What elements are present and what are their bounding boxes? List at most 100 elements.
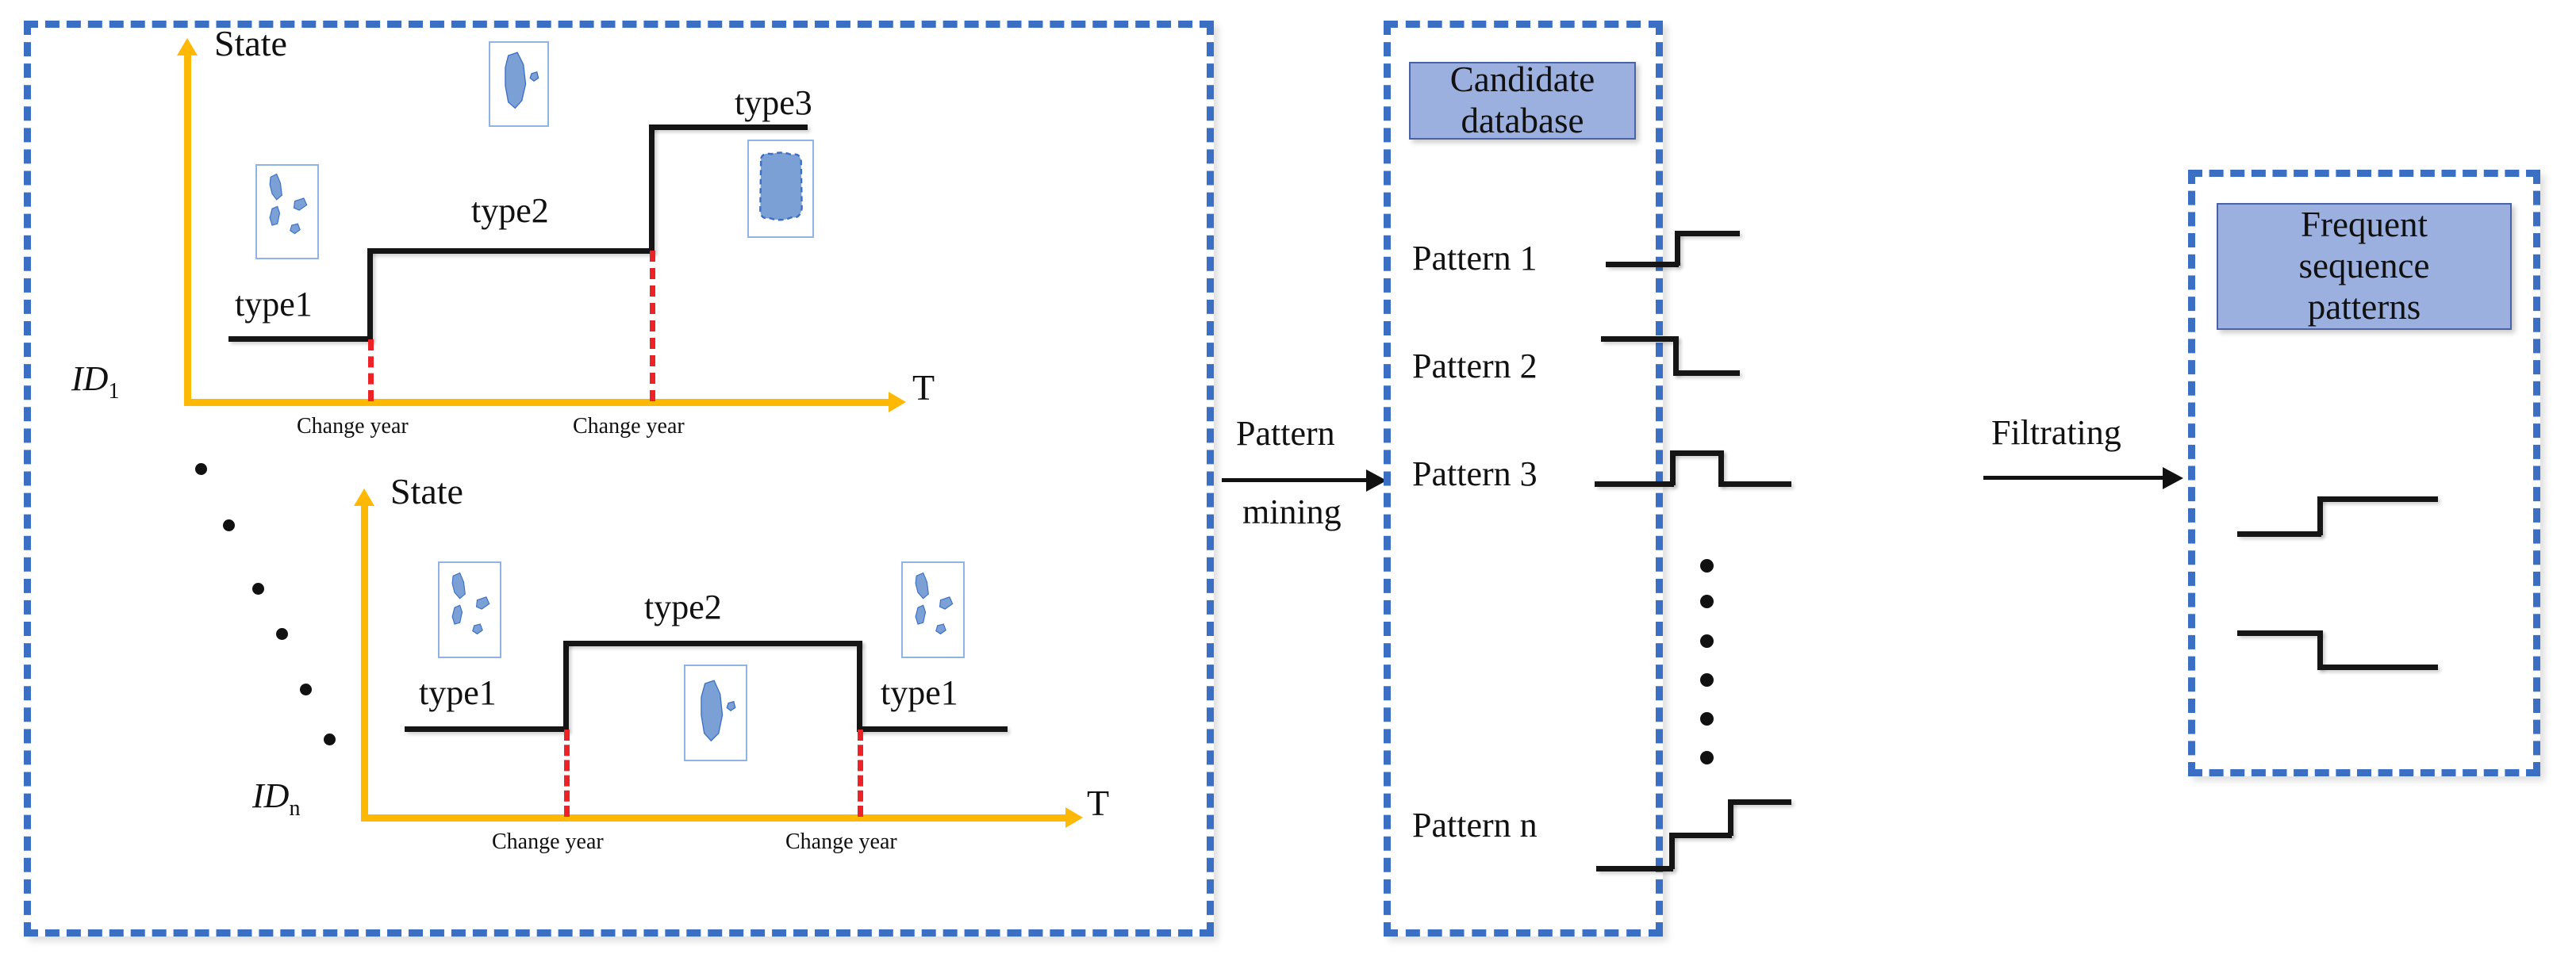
chart2-step-rise: [563, 641, 569, 732]
candidate-pattern-3-glyph-fall: [1718, 450, 1724, 485]
chart1-change-year-label-2: Change year: [573, 414, 685, 439]
chart1-elongated-patch-thumbnail: [489, 41, 549, 127]
chart1-change-year-label-1: Change year: [297, 414, 409, 439]
chart2-id-text: ID: [252, 776, 290, 815]
frequent-pattern-1-glyph-low: [2237, 531, 2321, 537]
chart1-x-axis-arrowhead: [889, 392, 906, 412]
pattern-mining-arrow-line: [1222, 478, 1369, 482]
candidate-ellipsis-dot: [1700, 673, 1714, 687]
elongated-patch-icon: [505, 52, 539, 109]
chart2-y-axis: [361, 503, 368, 820]
chart2-x-axis-label: T: [1087, 783, 1110, 823]
candidate-ellipsis-dot: [1700, 595, 1714, 608]
candidate-pattern-n-glyph-step2: [1669, 833, 1732, 838]
chart1-id-subscript: 1: [108, 378, 120, 404]
chart1-fragmented-patches-thumbnail: [255, 164, 319, 259]
candidate-pattern-n-glyph-step1: [1596, 866, 1673, 871]
filtrating-arrow-head: [2163, 467, 2183, 489]
chart2-change-marker-1: [564, 730, 570, 817]
chart1-consolidated-block-thumbnail: [747, 140, 814, 238]
elongated-patch-icon: [701, 680, 736, 742]
chart1-step-type2-level: [367, 248, 653, 254]
frequent-pattern-1-glyph-rise: [2317, 496, 2323, 535]
chart2-y-axis-label: State: [390, 471, 463, 511]
chart1-y-axis-label: State: [214, 23, 287, 63]
chart2-change-marker-2: [858, 730, 863, 817]
candidate-pattern-3-glyph-rise: [1670, 450, 1676, 485]
candidate-ellipsis-dot: [1700, 559, 1714, 573]
chart2-step-label-type2: type2: [644, 588, 722, 626]
candidate-pattern-n-glyph-step3: [1728, 799, 1791, 805]
chart1-step-type3-level: [649, 124, 808, 130]
chart1-change-marker-2: [650, 251, 655, 401]
frequent-title-line-3: patterns: [2307, 286, 2421, 327]
candidate-pattern-2-glyph-low: [1673, 370, 1740, 376]
chart2-fragmented-patches-thumbnail-right: [901, 561, 965, 658]
filtrating-arrow-line: [1983, 476, 2166, 480]
candidate-pattern-2-label: Pattern 2: [1412, 347, 1538, 385]
candidate-pattern-n-glyph-rise2: [1728, 799, 1733, 836]
chart1-step-rise-2: [649, 124, 655, 254]
chart1-y-axis: [184, 52, 191, 404]
chart1-step-type1-level: [228, 336, 371, 342]
sequences-panel: [24, 21, 1214, 937]
chart2-change-year-label-1: Change year: [492, 829, 604, 854]
frequent-pattern-1-glyph-high: [2317, 496, 2438, 502]
pattern-mining-arrow-head: [1366, 469, 1387, 492]
chart2-change-year-label-2: Change year: [785, 829, 897, 854]
chart1-step-label-type3: type3: [735, 83, 812, 122]
pattern-mining-label-line2: mining: [1242, 492, 1342, 531]
chart2-y-axis-arrowhead: [354, 488, 374, 506]
chart2-step-fall: [857, 641, 862, 732]
chart2-step-type1-level-start: [405, 726, 567, 732]
candidate-database-title: Candidate database: [1409, 59, 1636, 140]
fragmented-patches-icon: [915, 572, 954, 635]
chart1-id-text: ID: [71, 359, 109, 398]
candidate-pattern-1-glyph-high: [1675, 231, 1740, 236]
consolidated-block-icon: [759, 151, 803, 221]
chart1-x-axis: [184, 399, 890, 406]
frequent-title-line-2: sequence: [2298, 246, 2430, 286]
chart2-step-label-type1-end: type1: [881, 673, 958, 712]
sequence-ellipsis-dot: [195, 463, 207, 475]
frequent-pattern-2-glyph-fall: [2317, 630, 2323, 669]
candidate-pattern-1-glyph-rise: [1675, 231, 1680, 266]
chart2-fragmented-patches-thumbnail-left: [438, 561, 501, 658]
chart2-id-subscript: n: [289, 795, 301, 821]
sequence-ellipsis-dot: [252, 583, 264, 595]
candidate-pattern-1-glyph-low: [1606, 262, 1679, 267]
chart1-step-label-type1: type1: [235, 285, 313, 324]
sequence-ellipsis-dot: [324, 734, 336, 745]
chart1-step-rise-1: [367, 248, 373, 342]
candidate-pattern-3-label: Pattern 3: [1412, 454, 1538, 493]
pattern-mining-label-line1: Pattern: [1236, 414, 1335, 453]
candidate-pattern-2-glyph-fall: [1673, 336, 1679, 374]
sequence-ellipsis-dot: [276, 628, 288, 640]
chart2-step-type1-level-end: [857, 726, 1008, 732]
frequent-pattern-2-glyph-high: [2237, 630, 2321, 636]
chart2-elongated-patch-thumbnail: [684, 665, 747, 761]
chart2-step-type2-level: [563, 641, 861, 646]
chart1-step-label-type2: type2: [471, 191, 549, 230]
chart2-step-label-type1-start: type1: [419, 673, 497, 712]
fragmented-patches-icon: [269, 173, 308, 235]
candidate-pattern-2-glyph-high: [1601, 336, 1677, 342]
fragmented-patches-icon: [451, 572, 490, 635]
candidate-pattern-3-glyph-low-start: [1595, 481, 1674, 487]
chart1-id-label: ID1: [71, 358, 119, 404]
candidate-pattern-3-glyph-high: [1670, 450, 1722, 456]
candidate-panel: [1384, 21, 1663, 937]
chart1-y-axis-arrowhead: [177, 38, 198, 56]
chart2-id-label: IDn: [252, 776, 300, 822]
frequent-title-line-1: Frequent: [2301, 205, 2428, 245]
frequent-sequence-patterns-title: Frequent sequence patterns: [2217, 203, 2512, 330]
candidate-ellipsis-dot: [1700, 634, 1714, 648]
candidate-pattern-1-label: Pattern 1: [1412, 239, 1538, 278]
candidate-ellipsis-dot: [1700, 751, 1714, 764]
chart2-x-axis: [361, 814, 1067, 822]
frequent-pattern-2-glyph-low: [2317, 665, 2438, 670]
candidate-ellipsis-dot: [1700, 712, 1714, 726]
candidate-pattern-3-glyph-low-end: [1718, 481, 1791, 487]
chart1-change-marker-1: [368, 339, 374, 401]
